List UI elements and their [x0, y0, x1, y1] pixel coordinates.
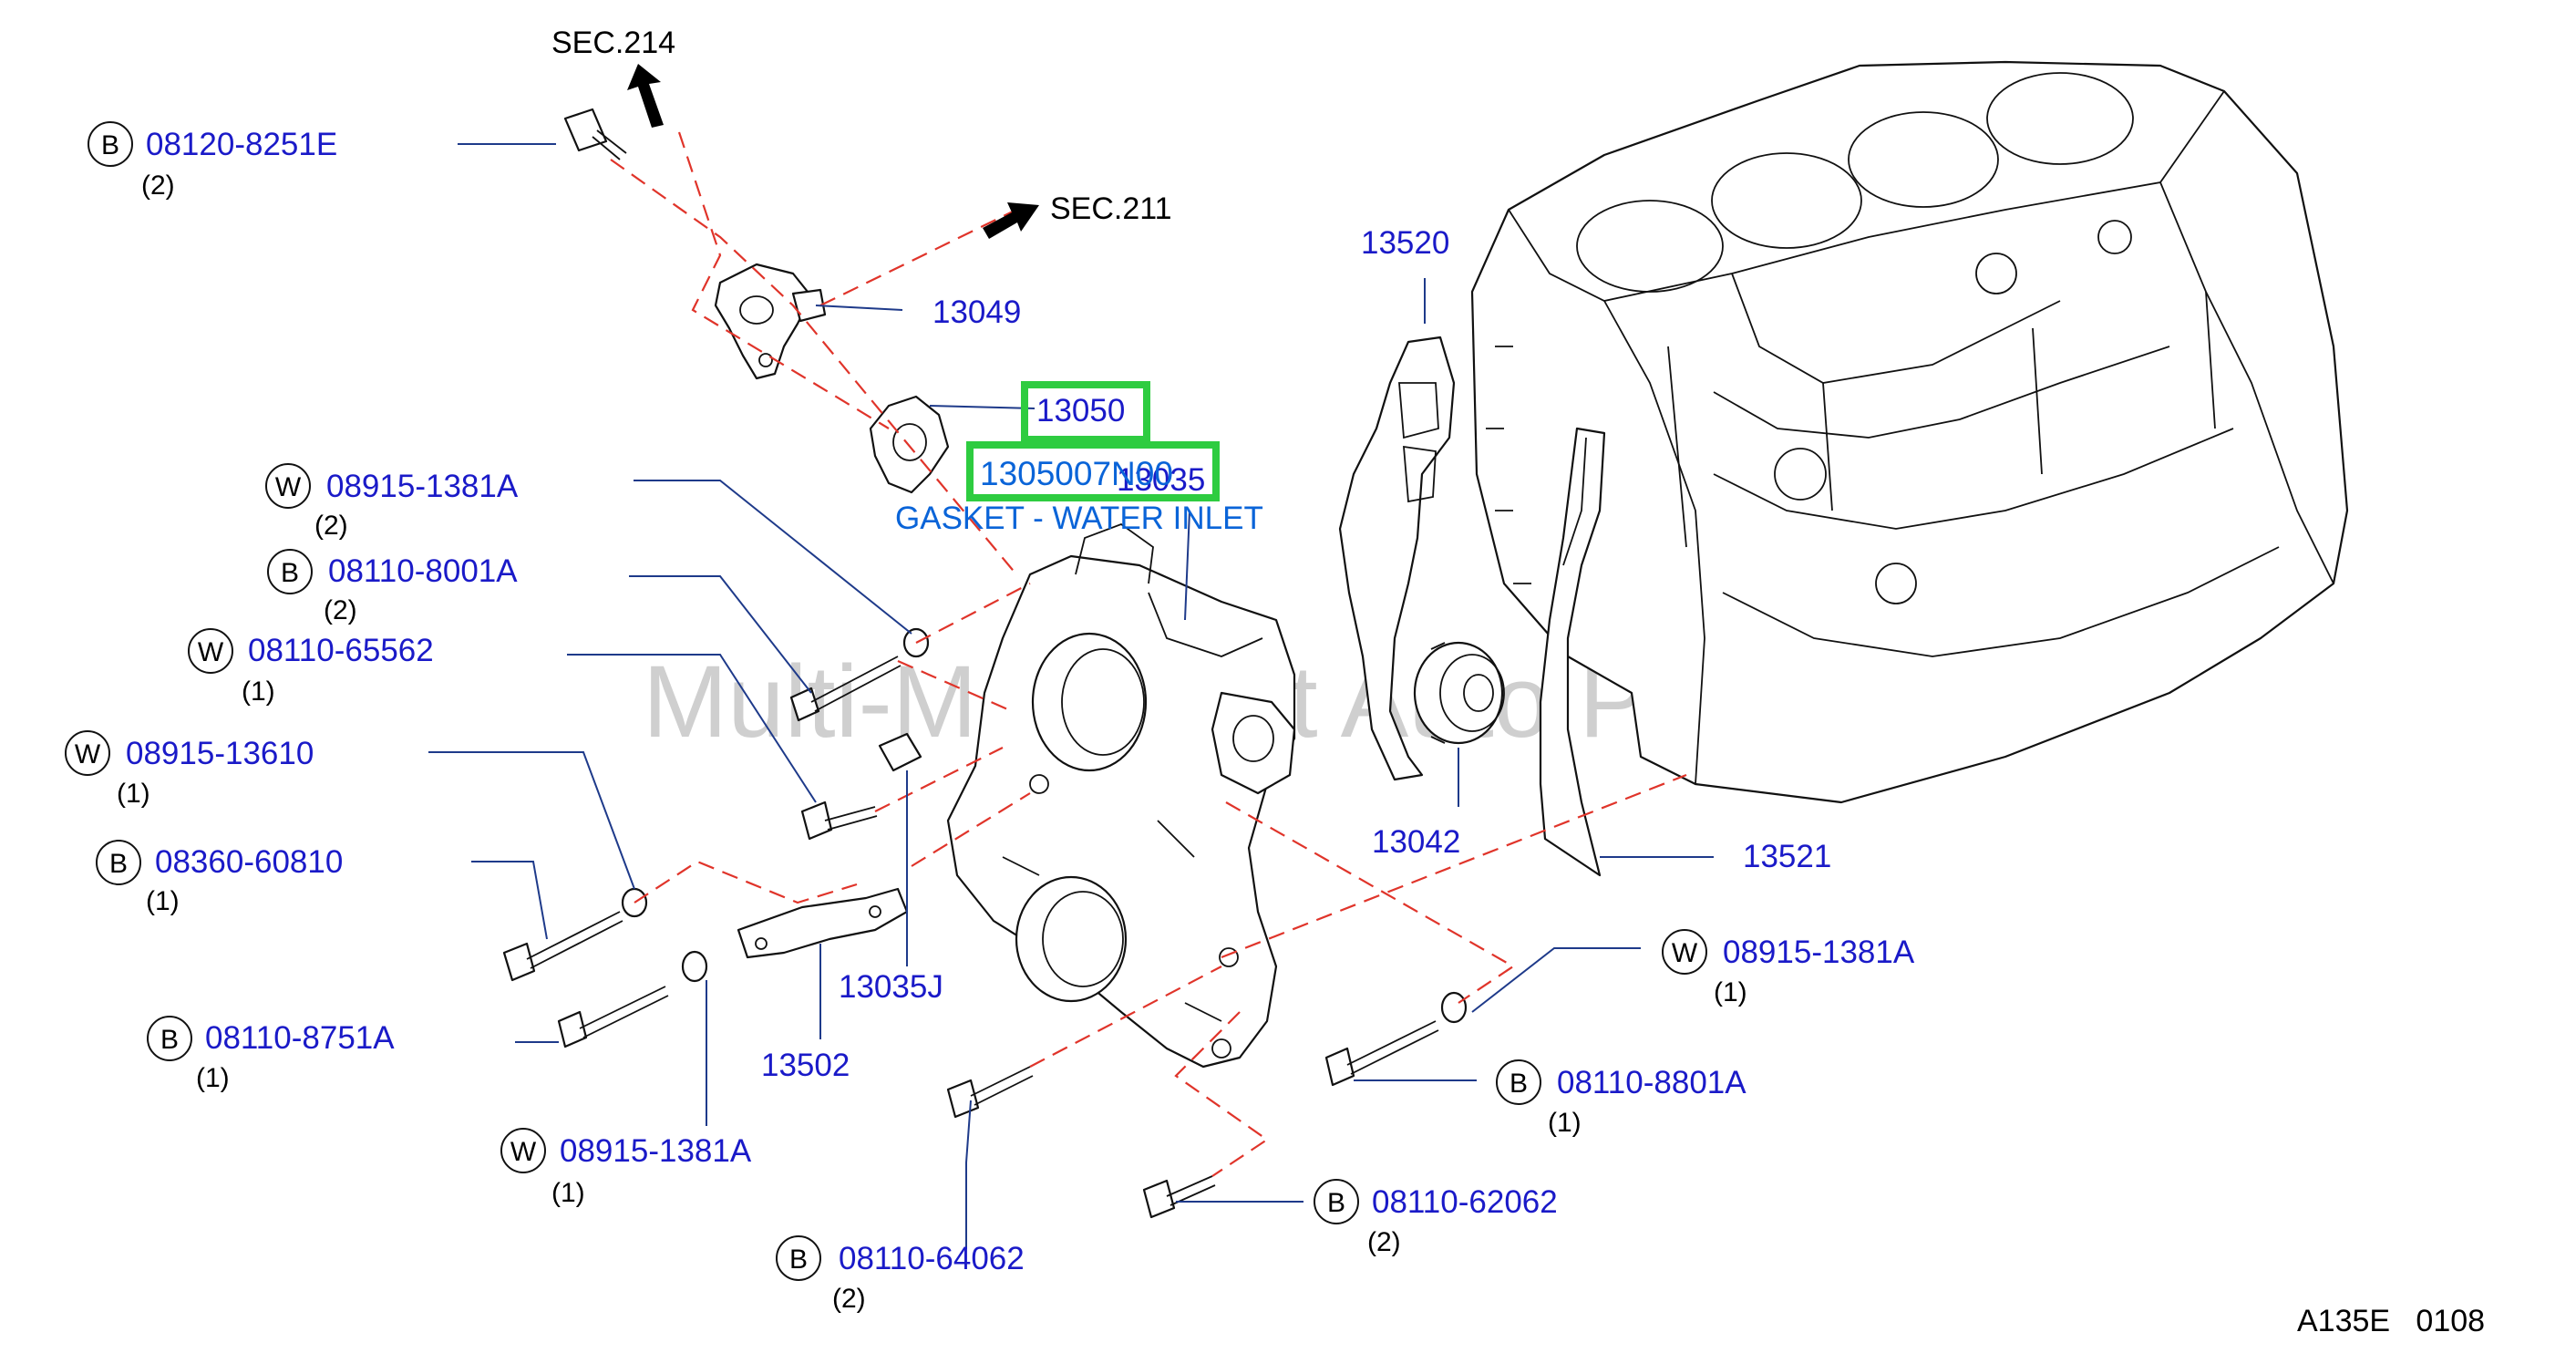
part-number[interactable]: 08110-8751A	[205, 1020, 395, 1056]
prefix-badge	[147, 1016, 192, 1061]
callout-08120-8251E[interactable]: B 08120-8251E (2)	[88, 121, 337, 201]
part-number[interactable]: 08915-1381A	[326, 469, 519, 504]
callout-08110-8001A[interactable]: B 08110-8001A (2)	[267, 549, 518, 625]
prefix-letter: W	[1672, 938, 1698, 968]
part-number[interactable]: 08915-1381A	[1723, 935, 1915, 970]
part-quantity: (2)	[141, 170, 175, 201]
prefix-letter: W	[510, 1137, 537, 1167]
prefix-letter: B	[789, 1245, 808, 1275]
part-quantity: (2)	[314, 511, 348, 541]
prefix-badge	[88, 121, 133, 167]
callout-13035[interactable]: 13035	[1117, 462, 1205, 498]
part-number[interactable]: 08110-8001A	[328, 553, 518, 589]
part-number[interactable]: 08915-13610	[126, 736, 314, 771]
assembly-dash-lines	[610, 131, 1687, 1177]
dowel-pin-13035J	[878, 732, 922, 772]
part-quantity: (1)	[196, 1063, 230, 1093]
callout-08110-8801A[interactable]: B 08110-8801A (1)	[1496, 1059, 1747, 1138]
prefix-letter: B	[1510, 1069, 1528, 1099]
callout-08110-62062[interactable]: B 08110-62062 (2)	[1314, 1179, 1558, 1257]
part-quantity: (1)	[551, 1178, 585, 1208]
prefix-badge	[1314, 1179, 1359, 1224]
fasteners	[502, 108, 1468, 1219]
prefix-letter: B	[101, 130, 119, 160]
part-number[interactable]: 08110-65562	[248, 633, 434, 668]
water-inlet-13049	[714, 263, 827, 380]
idler-pulley-13042	[1413, 641, 1505, 745]
part-quantity: (1)	[1548, 1108, 1582, 1138]
part-quantity: (2)	[324, 595, 357, 625]
section-ref-214[interactable]: SEC.214	[551, 26, 675, 60]
callout-13520[interactable]: 13520	[1361, 225, 1449, 261]
drawing-code: A135E 0108	[2297, 1304, 2485, 1338]
callout-13050[interactable]: 13050	[1036, 393, 1125, 429]
selected-part-number[interactable]: 1305007N00	[980, 455, 1173, 492]
callout-13049[interactable]: 13049	[933, 294, 1021, 330]
section-ref-211[interactable]: SEC.211	[1050, 191, 1172, 226]
engine-block-illustration	[1470, 60, 2349, 804]
callout-13035J[interactable]: 13035J	[839, 969, 943, 1005]
prefix-letter: B	[1327, 1188, 1345, 1218]
prefix-badge	[265, 463, 311, 509]
prefix-badge	[500, 1128, 546, 1173]
prefix-letter: B	[160, 1025, 179, 1055]
part-quantity: (1)	[117, 779, 150, 809]
prefix-badge	[65, 730, 110, 776]
sec-211-arrow	[983, 202, 1039, 239]
prefix-badge	[188, 628, 233, 674]
prefix-letter: W	[198, 637, 224, 667]
callout-08915-1381A-1a[interactable]: W 08915-1381A (1)	[500, 1128, 752, 1208]
highlight-box-13050	[1021, 381, 1150, 443]
part-number[interactable]: 08915-1381A	[560, 1133, 752, 1169]
prefix-badge	[1662, 929, 1707, 975]
prefix-letter: W	[75, 739, 101, 769]
front-cover-13035	[946, 522, 1296, 1069]
callout-13502[interactable]: 13502	[761, 1048, 850, 1083]
callout-08915-1381A-2[interactable]: W 08915-1381A (2)	[265, 463, 519, 541]
callout-13521[interactable]: 13521	[1743, 839, 1831, 874]
callout-08915-13610[interactable]: W 08915-13610 (1)	[65, 730, 314, 809]
prefix-letter: B	[281, 558, 299, 588]
part-quantity: (1)	[146, 886, 180, 916]
prefix-badge	[776, 1235, 821, 1281]
prefix-letter: W	[275, 472, 302, 502]
prefix-letter: B	[109, 849, 128, 879]
callout-08360-60810[interactable]: B 08360-60810 (1)	[96, 840, 343, 916]
callout-08110-65562[interactable]: W 08110-65562 (1)	[188, 628, 434, 707]
prefix-badge	[96, 840, 141, 885]
callout-08110-64062[interactable]: B 08110-64062 (2)	[776, 1235, 1025, 1314]
part-quantity: (2)	[832, 1284, 866, 1314]
part-number[interactable]: 08120-8251E	[146, 127, 337, 162]
callout-13042[interactable]: 13042	[1372, 824, 1460, 860]
front-cover-gasket-13521	[1539, 427, 1606, 877]
prefix-badge	[267, 549, 313, 594]
part-quantity: (2)	[1367, 1227, 1401, 1257]
front-cover-gasket-13520	[1338, 336, 1456, 781]
leader-lines	[428, 143, 1714, 1249]
part-quantity: (1)	[242, 676, 275, 707]
sec-214-arrow	[627, 64, 664, 128]
part-number[interactable]: 08110-62062	[1372, 1184, 1558, 1220]
selected-part-description: GASKET - WATER INLET	[895, 501, 1263, 536]
prefix-badge	[1496, 1059, 1541, 1105]
callout-08110-8751A[interactable]: B 08110-8751A (1)	[147, 1016, 395, 1093]
callout-08915-1381A-1b[interactable]: W 08915-1381A (1)	[1662, 929, 1915, 1007]
part-quantity: (1)	[1714, 977, 1747, 1007]
highlight-box-selected	[966, 441, 1220, 501]
part-number[interactable]: 08110-8801A	[1557, 1065, 1747, 1100]
bracket-13502	[737, 887, 909, 959]
part-number[interactable]: 08360-60810	[155, 844, 343, 880]
part-number[interactable]: 08110-64062	[839, 1241, 1025, 1276]
